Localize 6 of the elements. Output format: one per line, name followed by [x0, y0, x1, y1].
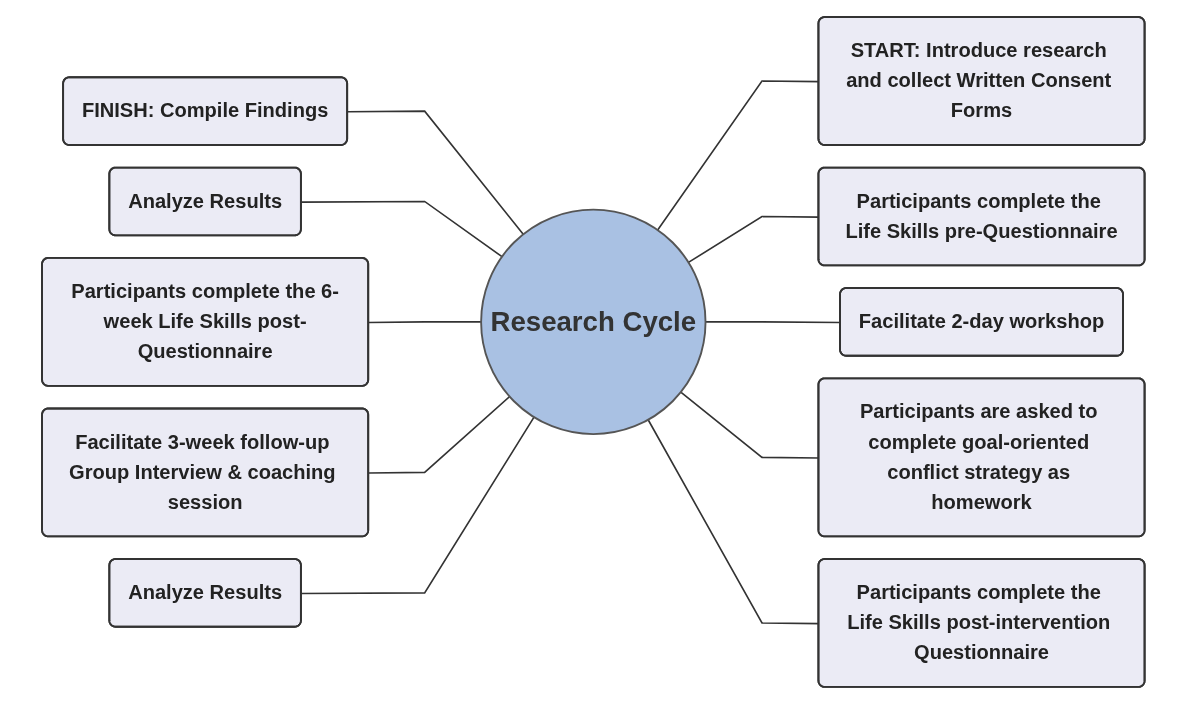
connector: [367, 395, 511, 474]
connector: [300, 416, 535, 595]
connector: [300, 200, 503, 258]
connector: [367, 321, 482, 324]
node-circle: Research Cycle: [479, 208, 707, 436]
connector: [346, 110, 524, 236]
